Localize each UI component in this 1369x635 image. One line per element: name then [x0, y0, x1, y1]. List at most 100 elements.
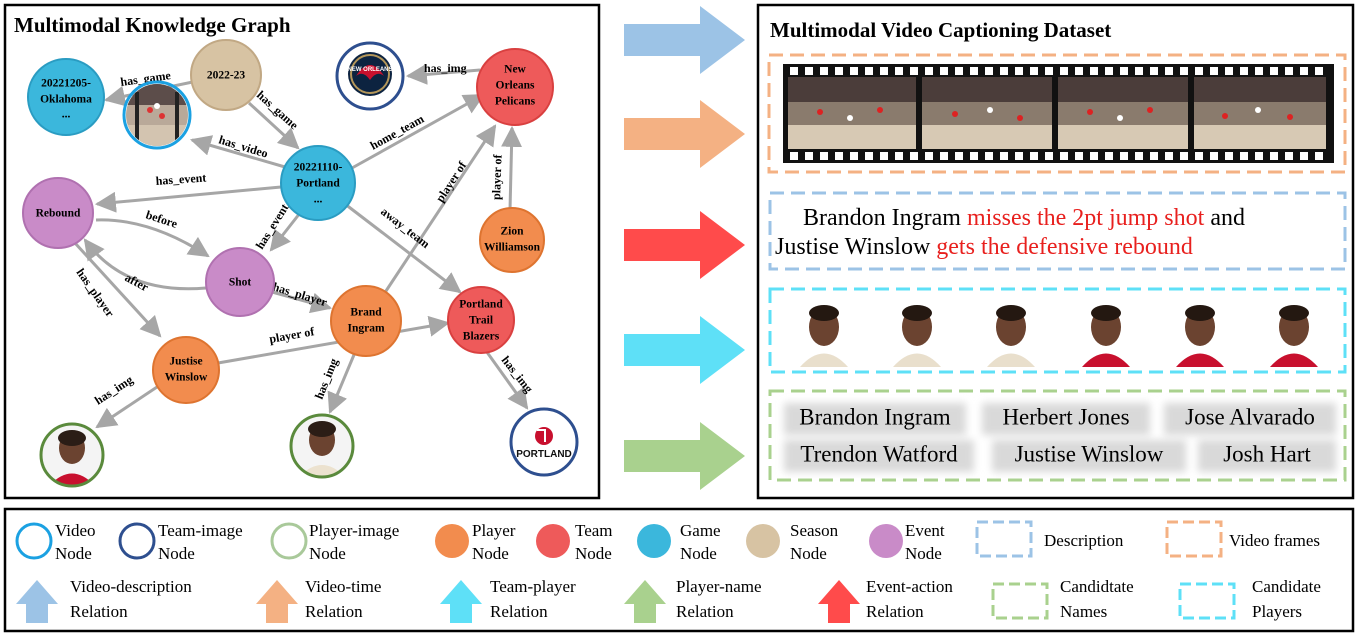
film-hole [880, 152, 888, 160]
film-hole [1030, 67, 1038, 75]
legend-video-description-arrow [16, 580, 58, 623]
legend-video-time-arrow [256, 580, 298, 623]
legend-label-game-1: Game [680, 521, 721, 540]
legend-panel: Video Node Team-image Node Player-image … [3, 507, 1355, 633]
legend-label-game-2: Node [680, 544, 717, 563]
name-chip-backgrounds [784, 403, 1336, 472]
film-hole [805, 67, 813, 75]
legend-label-team-player-1: Team-player [490, 577, 576, 596]
film-hole [865, 67, 873, 75]
legend-video-frames-icon [1165, 520, 1223, 558]
film-hole [1060, 152, 1068, 160]
film-hole [910, 152, 918, 160]
edge-has-video [189, 135, 286, 169]
season-node: 2022-23 [190, 39, 262, 111]
legend-label-player-name-1: Player-name [676, 577, 762, 596]
video-time-arrow [624, 100, 745, 168]
edge-home-team [351, 93, 485, 170]
legend-label-player-image-2: Node [309, 544, 346, 563]
legend-team-node-icon [536, 524, 570, 558]
video-frame-4 [1194, 77, 1326, 149]
player-node-winslow: Justise Winslow [152, 336, 220, 404]
legend-label-video-time-2: Relation [305, 602, 363, 621]
candidate-name-5: Justise Winslow [1015, 441, 1164, 466]
event-action-arrow [624, 211, 745, 279]
edge-rebound-shot-before [95, 218, 210, 258]
film-hole [1000, 152, 1008, 160]
svg-text:Trail: Trail [469, 315, 493, 327]
candidate-name-2: Herbert Jones [1002, 404, 1129, 429]
svg-text:Ingram: Ingram [347, 323, 384, 335]
blazers-logo-text: PORTLAND [516, 449, 572, 460]
edge-winslow-blazers [217, 315, 451, 365]
legend-label-season-2: Node [790, 544, 827, 563]
legend-label-team-2: Node [575, 544, 612, 563]
legend-video-node-icon [15, 522, 53, 560]
film-hole [1165, 152, 1173, 160]
svg-text:...: ... [62, 109, 71, 121]
video-node [122, 80, 192, 150]
team-node-blazers: Portland Trail Blazers [447, 286, 515, 354]
svg-text:20221205-: 20221205- [41, 78, 91, 90]
film-hole [1105, 152, 1113, 160]
film-hole [1300, 152, 1308, 160]
film-hole [1195, 67, 1203, 75]
svg-text:Oklahoma: Oklahoma [40, 94, 92, 106]
video-frame-1 [788, 77, 916, 149]
legend-label-candidate-names-1: Candidtate [1060, 577, 1134, 596]
film-hole [820, 67, 828, 75]
film-hole [955, 67, 963, 75]
svg-text:20221110-: 20221110- [294, 162, 343, 174]
film-hole [1135, 67, 1143, 75]
video-frames-box [767, 53, 1347, 174]
film-hole [1180, 152, 1188, 160]
edge-rebound-winslow [73, 241, 162, 338]
legend-event-node-icon [869, 524, 903, 558]
svg-text:Pelicans: Pelicans [495, 96, 536, 108]
film-hole [1285, 152, 1293, 160]
graph-nodes: 20221205- Oklahoma ... 2022-23 [22, 39, 579, 488]
description-line-2: Justise Winslow gets the defensive rebou… [775, 234, 1193, 260]
edge-ingram-pelicans [382, 124, 497, 295]
legend-candidate-players-icon [1178, 582, 1236, 620]
film-hole [835, 152, 843, 160]
legend-team-player-arrow [440, 580, 482, 623]
film-hole [805, 152, 813, 160]
film-hole [940, 67, 948, 75]
legend-label-video-node-2: Node [55, 544, 92, 563]
relation-arrows [624, 6, 745, 490]
game-node-oklahoma: 20221205- Oklahoma ... [27, 58, 105, 136]
legend-label-team-image-1: Team-image [158, 521, 243, 540]
film-hole [985, 67, 993, 75]
film-hole [850, 152, 858, 160]
film-hole [1060, 67, 1068, 75]
team-player-arrow [624, 316, 745, 384]
description-line-1: Brandon Ingram misses the 2pt jump shot … [803, 205, 1245, 231]
candidate-player-faces [800, 305, 1318, 367]
film-hole [955, 152, 963, 160]
legend-event-action-arrow [818, 580, 860, 623]
svg-text:Rebound: Rebound [36, 208, 81, 220]
film-hole [880, 67, 888, 75]
film-hole [1225, 67, 1233, 75]
pelicans-logo-text: NEW ORLEANS [348, 67, 393, 73]
svg-text:Orleans: Orleans [496, 80, 535, 92]
legend-label-player-image-1: Player-image [309, 521, 399, 540]
legend-label-player-1: Player [472, 521, 516, 540]
film-hole [1165, 67, 1173, 75]
legend-player-name-arrow [624, 580, 666, 623]
edge-blazers-img [482, 347, 529, 410]
candidate-name-3: Jose Alvarado [1185, 404, 1315, 429]
candidate-name-4: Trendon Watford [800, 441, 958, 466]
legend-label-candidate-players-1: Candidate [1252, 577, 1321, 596]
edge-pelicans-img [405, 63, 481, 85]
film-hole [1180, 67, 1188, 75]
legend-label-video-description-1: Video-description [70, 577, 192, 596]
film-hole [1105, 67, 1113, 75]
candidate-players-box [768, 287, 1347, 374]
svg-text:Portland: Portland [296, 178, 340, 190]
svg-text:Justise: Justise [169, 356, 202, 368]
edge-shot-ingram [271, 290, 333, 314]
edge-season-game-portland [247, 101, 300, 150]
edge-label-player-of-zion: player of [489, 153, 505, 200]
